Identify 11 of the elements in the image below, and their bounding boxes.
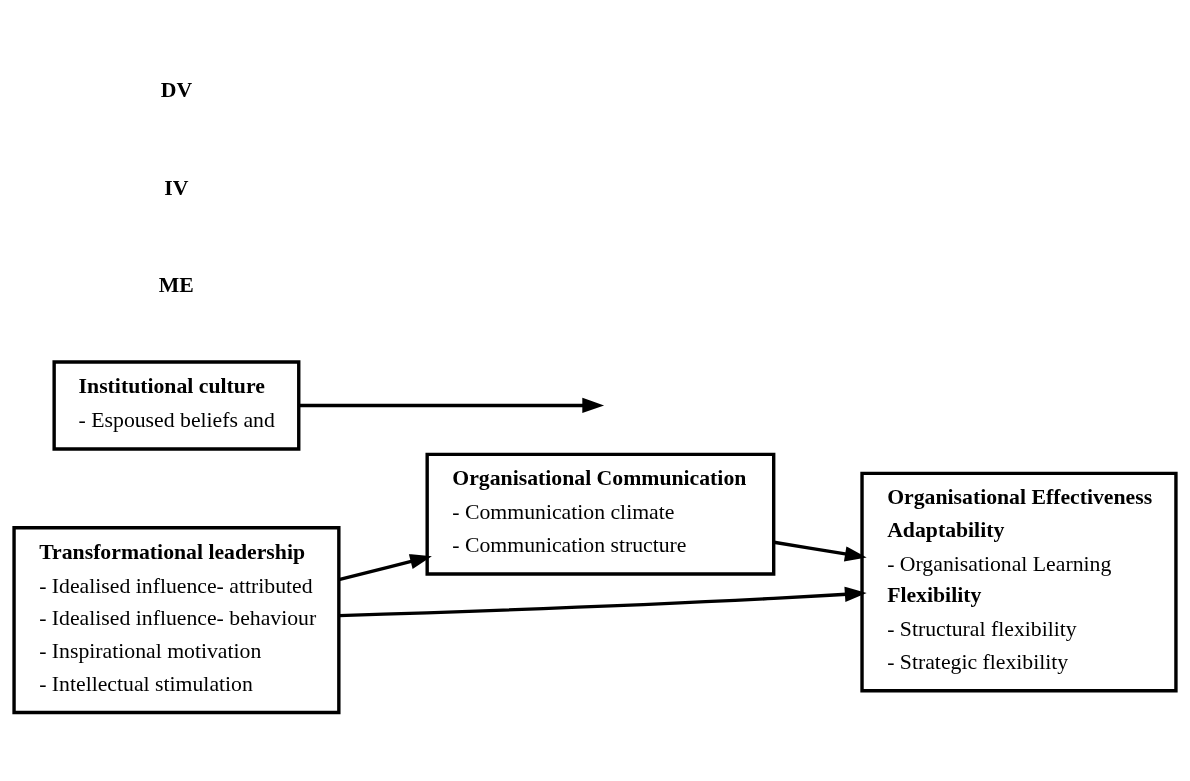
node-box: Organisational Communication - Communication climate - Communication structure: [425, 452, 776, 576]
arrow: [338, 554, 432, 582]
node-box: Transformational leadership - Idealised influence- attributed - Idealised influence- behaviour - Inspirational motivation - Intellectual stimulation: [12, 526, 341, 715]
arrow: [299, 397, 605, 414]
label: ME: [158, 273, 194, 298]
arrow: [773, 540, 867, 562]
node-box: Organisational Effectiveness Adaptability - Organisational Learning Flexibility - Structural flexibility - Strategic flexibility: [860, 471, 1178, 693]
node-box: Institutional culture - Espoused beliefs and: [52, 360, 301, 451]
label: IV: [164, 175, 189, 200]
arrow: [339, 586, 867, 618]
label: DV: [160, 77, 193, 102]
